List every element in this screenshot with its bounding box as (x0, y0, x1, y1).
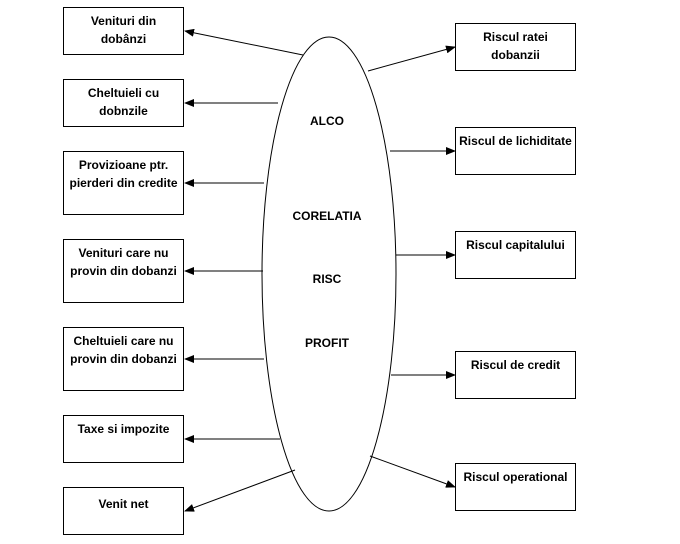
arrow-to-riscul-ratei (367, 45, 456, 72)
center-label-profit: PROFIT (305, 336, 349, 350)
box-label: Venit net (98, 497, 149, 511)
box-label: Riscul de lichiditate (459, 134, 572, 148)
box-label: Cheltuieli cu dobnzile (87, 86, 160, 118)
box-label: Riscul operational (463, 470, 568, 484)
center-label-corelatia: CORELATIA (292, 209, 362, 223)
arrow-to-venit-net (184, 469, 296, 512)
box-label: Venituri din dobânzi (90, 14, 157, 46)
box-provizioane: Provizioane ptr. pierderi din credite (63, 151, 184, 215)
box-label: Riscul ratei dobanzii (483, 30, 548, 62)
box-label: Riscul capitalului (466, 238, 565, 252)
arrow-to-venituri-dobanzi (184, 28, 304, 56)
box-riscul-capitalului: Riscul capitalului (455, 231, 576, 279)
box-venituri-dobanzi: Venituri din dobânzi (63, 7, 184, 55)
box-cheltuieli-dobanzi: Cheltuieli cu dobnzile (63, 79, 184, 127)
box-taxe-impozite: Taxe si impozite (63, 415, 184, 463)
box-riscul-credit: Riscul de credit (455, 351, 576, 399)
box-venit-net: Venit net (63, 487, 184, 535)
box-label: Cheltuieli care nu provin din dobanzi (70, 334, 177, 366)
box-label: Venituri care nu provin din dobanzi (70, 246, 177, 278)
box-riscul-ratei-dobanzii: Riscul ratei dobanzii (455, 23, 576, 71)
box-label: Riscul de credit (470, 358, 561, 372)
box-label: Provizioane ptr. pierderi din credite (69, 158, 178, 190)
arrow-to-riscul-operational (369, 455, 456, 488)
box-riscul-operational: Riscul operational (455, 463, 576, 511)
box-cheltuieli-non-dobanzi: Cheltuieli care nu provin din dobanzi (63, 327, 184, 391)
box-riscul-lichiditate: Riscul de lichiditate (455, 127, 576, 175)
center-label-risc: RISC (312, 272, 342, 286)
box-venituri-non-dobanzi: Venituri care nu provin din dobanzi (63, 239, 184, 303)
box-label: Taxe si impozite (77, 422, 170, 436)
central-ellipse (261, 36, 397, 512)
center-label-alco: ALCO (310, 114, 344, 128)
